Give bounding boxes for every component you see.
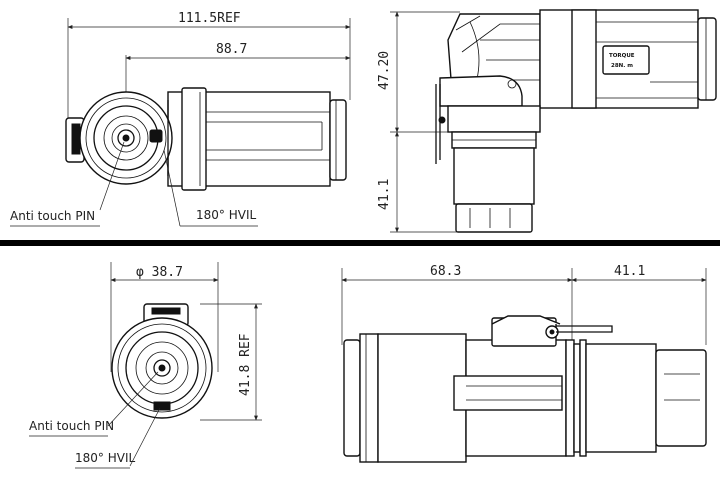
callout-anti-touch-pin-bottom: Anti touch PIN: [29, 419, 114, 433]
height-ref-label: 41.8 REF: [238, 333, 253, 396]
top-right-view: 47.20 41.1 TORQUE 28N. m: [377, 9, 717, 233]
length-88-label: 88.7: [216, 42, 247, 57]
height-lower-label: 41.1: [377, 179, 392, 210]
top-left-view: 111.5REF 88.7 Anti touch PIN 180°: [10, 11, 351, 227]
overall-length-label: 111.5REF: [178, 11, 241, 26]
body-length-label: 68.3: [430, 264, 461, 279]
height-upper-label: 47.20: [377, 51, 392, 90]
section-divider: [0, 240, 720, 246]
torque-label-plate: [602, 45, 650, 75]
callout-hvil-top: 180° HVIL: [196, 208, 256, 222]
callout-hvil-bottom: 180° HVIL: [75, 451, 135, 465]
diameter-label: φ 38.7: [136, 265, 183, 280]
bottom-right-view: 68.3 41.1: [341, 264, 707, 463]
torque-line2: 28N. m: [611, 63, 633, 69]
callout-anti-touch-pin-top: Anti touch PIN: [10, 209, 95, 223]
bottom-left-view: φ 38.7 41.8 REF Anti touch PIN 180° HVIL: [29, 262, 262, 469]
lock-length-label: 41.1: [614, 264, 645, 279]
torque-line1: TORQUE: [609, 53, 635, 59]
